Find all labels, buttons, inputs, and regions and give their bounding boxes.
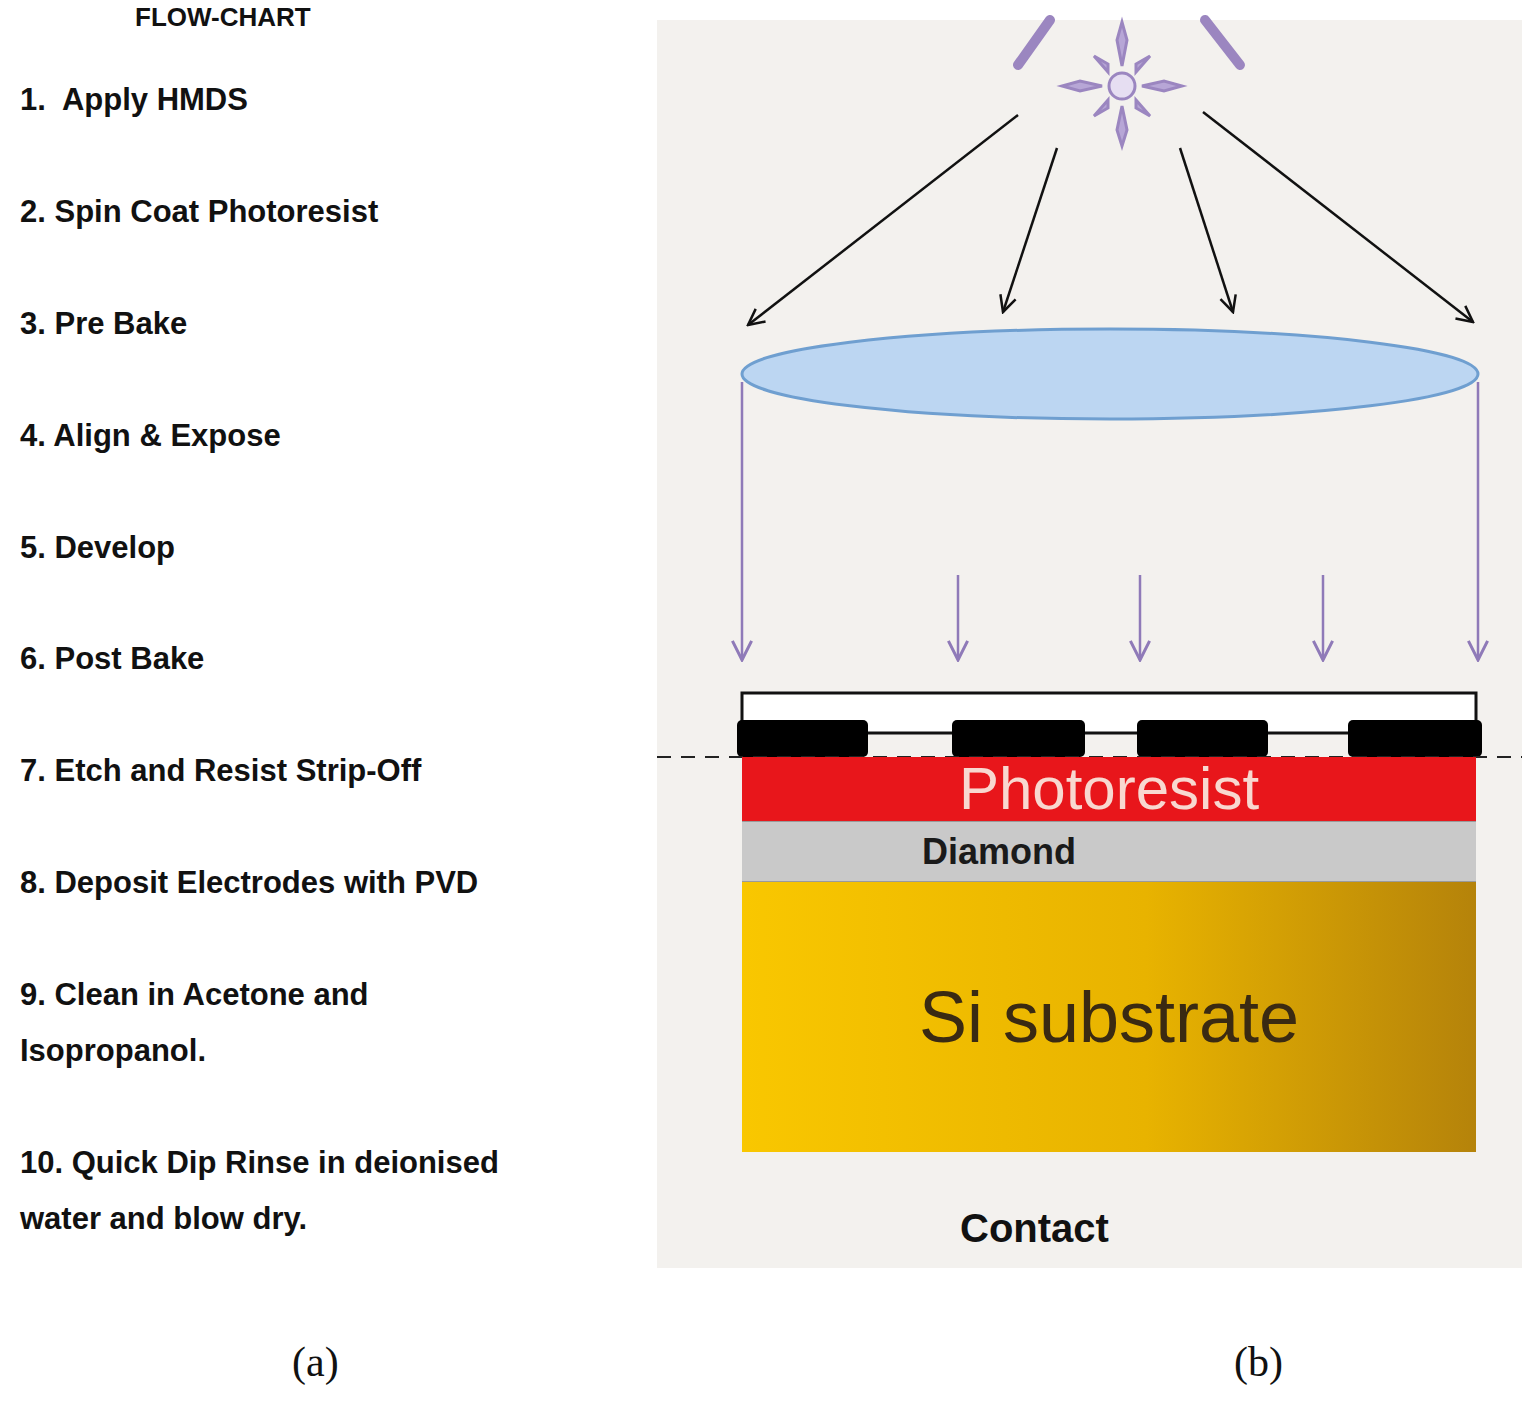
exposure-arrows bbox=[742, 382, 1478, 660]
layer-label: Diamond bbox=[922, 834, 1076, 870]
substrate-layer: Si substrate bbox=[742, 882, 1476, 1152]
light-rays bbox=[748, 112, 1473, 325]
chart-title: FLOW-CHART bbox=[135, 2, 311, 33]
step-text: 6. Post Bake bbox=[20, 631, 204, 687]
lens bbox=[742, 329, 1478, 419]
photoresist-layer: Photoresist bbox=[742, 757, 1476, 822]
layer-label: Si substrate bbox=[919, 981, 1299, 1053]
contact-label: Contact bbox=[960, 1192, 1109, 1264]
layer-label: Photoresist bbox=[959, 759, 1259, 819]
panel-background bbox=[657, 20, 1522, 1268]
photomask bbox=[737, 693, 1482, 757]
step-text: 10. Quick Dip Rinse in deionised water a… bbox=[20, 1135, 580, 1247]
step-text: 7. Etch and Resist Strip-Off bbox=[20, 743, 421, 799]
diamond-layer: Diamond bbox=[742, 822, 1476, 882]
step-text: 2. Spin Coat Photoresist bbox=[20, 184, 378, 240]
panel-caption: (a) bbox=[292, 1325, 339, 1401]
step-text: 1. Apply HMDS bbox=[20, 72, 248, 128]
step-text: 3. Pre Bake bbox=[20, 296, 187, 352]
step-text: 4. Align & Expose bbox=[20, 408, 281, 464]
step-text: 5. Develop bbox=[20, 520, 175, 576]
light-source bbox=[1018, 20, 1240, 146]
panel-caption: (b) bbox=[1234, 1325, 1283, 1401]
step-text: 8. Deposit Electrodes with PVD bbox=[20, 855, 478, 911]
step-text: 9. Clean in Acetone and Isopropanol. bbox=[20, 967, 500, 1079]
